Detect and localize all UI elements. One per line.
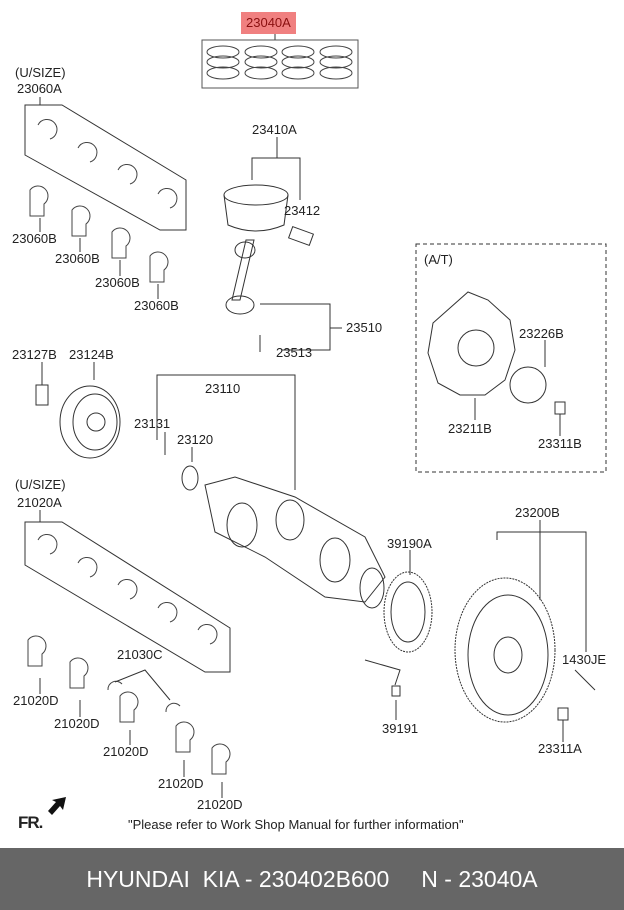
crank-pulley bbox=[35, 362, 121, 459]
front-marker: FR. bbox=[18, 813, 43, 832]
undersize-label: (U/SIZE) bbox=[15, 65, 66, 80]
part-label-1430je[interactable]: 1430JE bbox=[562, 652, 607, 667]
part-label-23226b[interactable]: 23226B bbox=[519, 326, 564, 341]
part-label-23060b[interactable]: 23060B bbox=[134, 298, 179, 313]
part-label-23127b[interactable]: 23127B bbox=[12, 347, 57, 362]
part-label-23412[interactable]: 23412 bbox=[284, 203, 321, 218]
part-label-23110[interactable]: 23110 bbox=[205, 381, 241, 396]
workshop-note: "Please refer to Work Shop Manual for fu… bbox=[128, 817, 464, 832]
part-label-23211b[interactable]: 23211B bbox=[448, 421, 492, 436]
part-label-23124b[interactable]: 23124B bbox=[69, 347, 114, 362]
crankshaft bbox=[156, 374, 386, 609]
at-label: (A/T) bbox=[424, 252, 453, 267]
parts-diagram bbox=[24, 33, 607, 815]
flywheel-group bbox=[364, 520, 596, 742]
part-label-23513[interactable]: 23513 bbox=[276, 345, 313, 360]
part-label-21030c[interactable]: 21030C bbox=[117, 647, 163, 662]
undersize-label: (U/SIZE) bbox=[15, 477, 66, 492]
piston-and-rod bbox=[223, 137, 342, 352]
part-label-23311b[interactable]: 23311B bbox=[538, 436, 582, 451]
part-label-21020d[interactable]: 21020D bbox=[197, 797, 243, 812]
part-label-21020d[interactable]: 21020D bbox=[158, 776, 204, 791]
part-label-23060b[interactable]: 23060B bbox=[12, 231, 57, 246]
part-label-39190a[interactable]: 39190A bbox=[387, 536, 432, 551]
footer-banner: HYUNDAI KIA - 230402B600 N - 23040A bbox=[0, 848, 624, 910]
at-drive-plate-group bbox=[415, 243, 607, 473]
part-label-21020d[interactable]: 21020D bbox=[13, 693, 59, 708]
piston-ring-set bbox=[201, 33, 359, 89]
part-label-23060b[interactable]: 23060B bbox=[55, 251, 100, 266]
upper-bearing-set bbox=[24, 97, 187, 299]
part-label-21020d[interactable]: 21020D bbox=[103, 744, 149, 759]
front-arrow-icon bbox=[48, 797, 66, 815]
part-label-23200b[interactable]: 23200B bbox=[515, 505, 560, 520]
footer-text: HYUNDAI KIA - 230402B600 N - 23040A bbox=[86, 865, 538, 892]
part-label-21020a[interactable]: 21020A bbox=[17, 495, 62, 510]
part-label-23311a[interactable]: 23311A bbox=[538, 741, 582, 756]
part-label-23060a[interactable]: 23060A bbox=[17, 81, 62, 96]
part-label-23120[interactable]: 23120 bbox=[177, 432, 214, 447]
part-label-23510[interactable]: 23510 bbox=[346, 320, 383, 335]
part-label-23060b[interactable]: 23060B bbox=[95, 275, 140, 290]
part-label-23131[interactable]: 23131 bbox=[134, 416, 171, 431]
part-label-21020d[interactable]: 21020D bbox=[54, 716, 100, 731]
part-label-39191[interactable]: 39191 bbox=[382, 721, 419, 736]
part-label-23410a[interactable]: 23410A bbox=[252, 122, 297, 137]
lower-bearing-set bbox=[24, 510, 231, 798]
part-label-23040a-highlighted[interactable]: 23040A bbox=[241, 12, 296, 34]
